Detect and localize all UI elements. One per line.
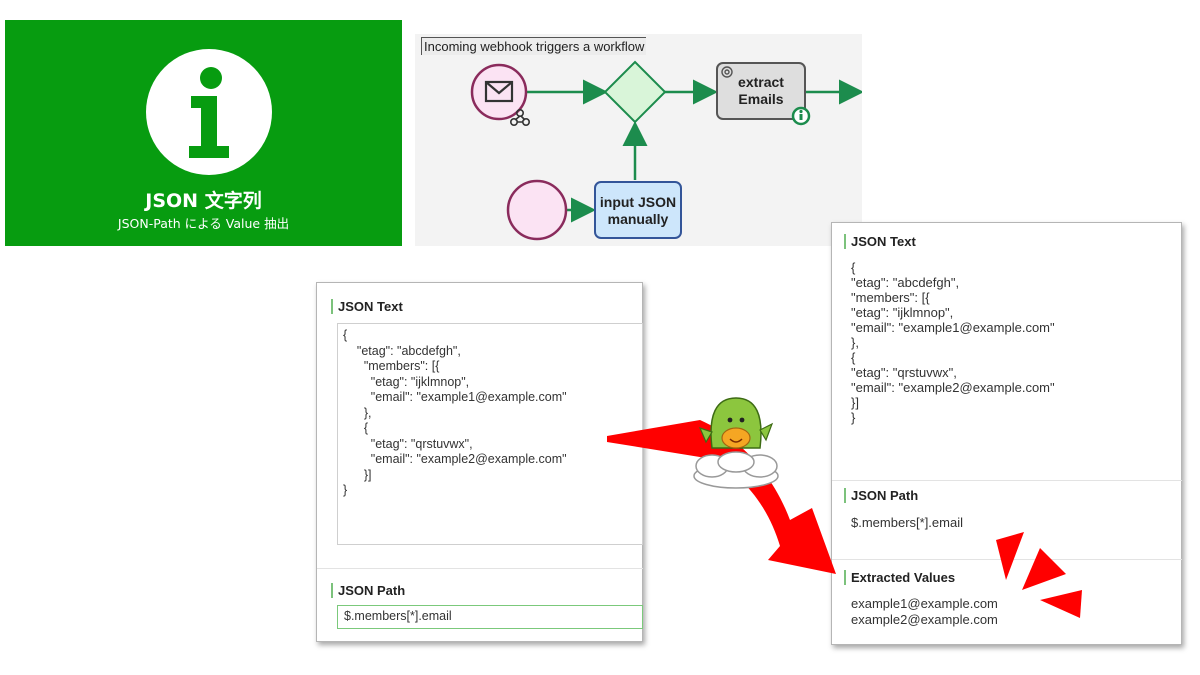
banner-subtitle: JSON-Path による Value 抽出 [117, 216, 290, 231]
diagram-label: Incoming webhook triggers a workflow [421, 37, 647, 55]
section-divider [832, 480, 1182, 481]
extract-task-label: extract Emails [738, 74, 784, 107]
extracted-value: example2@example.com [851, 612, 998, 627]
json-edit-panel: JSON Text { "etag": "abcdefgh", "members… [316, 282, 643, 642]
envelope-icon [484, 80, 514, 103]
json-text-value: { "etag": "abcdefgh", "members": [{ "eta… [851, 260, 1055, 425]
json-path-input[interactable]: $.members[*].email [337, 605, 643, 629]
banner-title: JSON 文字列 [145, 190, 262, 212]
workflow-canvas [470, 60, 862, 241]
section-divider [317, 568, 643, 569]
info-banner: JSON 文字列 JSON-Path による Value 抽出 [5, 20, 402, 246]
gateway [603, 60, 667, 124]
gear-icon [721, 66, 733, 78]
json-result-panel: JSON Text { "etag": "abcdefgh", "members… [831, 222, 1182, 645]
webhook-icon [510, 109, 531, 127]
section-divider [832, 559, 1182, 560]
input-json-task [594, 181, 682, 239]
workflow-diagram: Incoming webhook triggers a workflow ext… [415, 34, 862, 246]
extracted-values-header: Extracted Values [844, 570, 955, 585]
json-text-header: JSON Text [331, 299, 403, 314]
json-path-value: $.members[*].email [851, 515, 963, 530]
mascot-character-icon [693, 397, 779, 489]
extracted-value: example1@example.com [851, 596, 998, 611]
info-icon [146, 49, 272, 175]
extract-emails-task [716, 62, 806, 120]
input-task-label: input JSON manually [599, 194, 677, 227]
json-path-header: JSON Path [844, 488, 918, 503]
json-path-header: JSON Path [331, 583, 405, 598]
json-text-header: JSON Text [844, 234, 916, 249]
start-event [506, 179, 568, 241]
info-badge-icon [791, 106, 811, 126]
json-text-area[interactable]: { "etag": "abcdefgh", "members": [{ "eta… [337, 323, 643, 545]
